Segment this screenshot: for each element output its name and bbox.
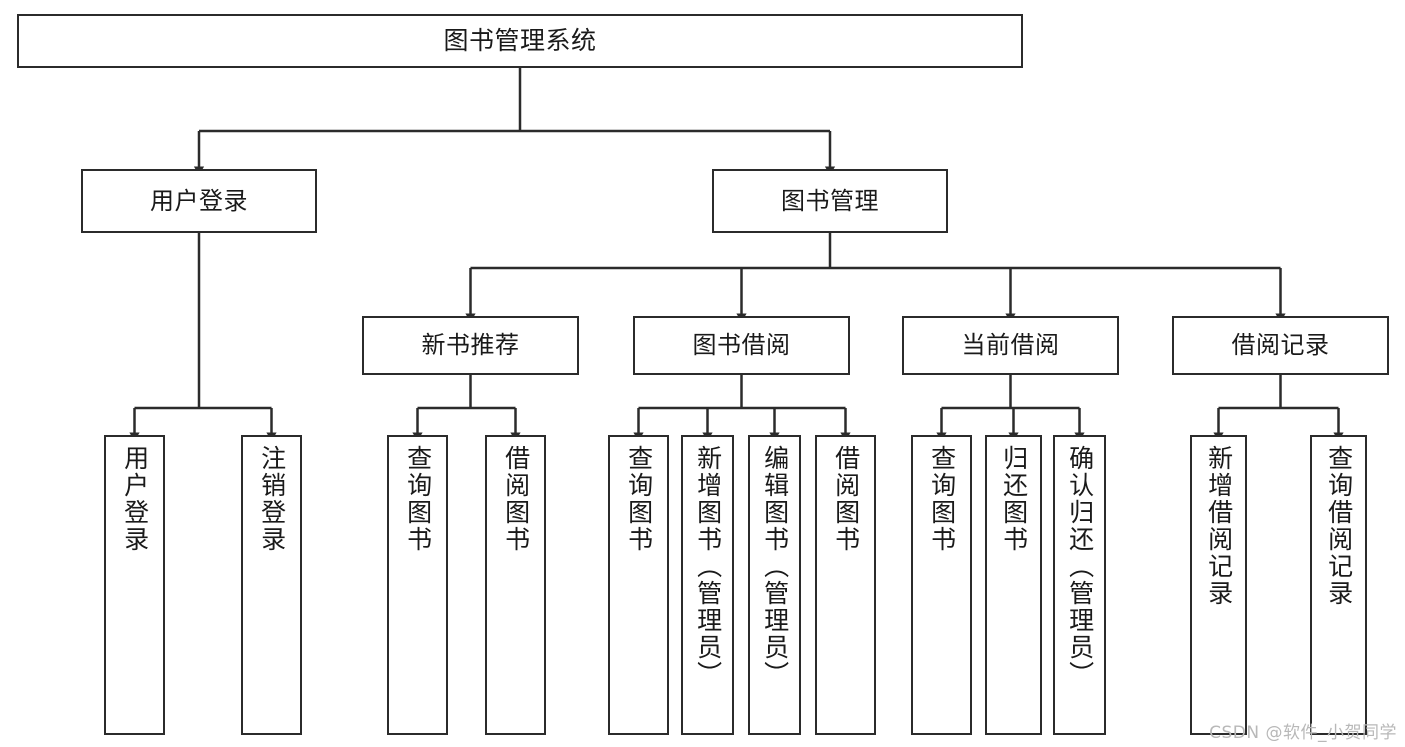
node-leaf-logout-login[interactable]: 注销登录 xyxy=(241,435,302,735)
node-leaf-confirm-return-admin[interactable]: 确认归还（管理员） xyxy=(1053,435,1106,735)
node-leaf-return-book[interactable]: 归还图书 xyxy=(985,435,1042,735)
node-leaf-user-login[interactable]: 用户登录 xyxy=(104,435,165,735)
node-leaf-query-book-rec-label: 查询图书 xyxy=(403,445,433,553)
node-leaf-confirm-return-admin-label: 确认归还（管理员） xyxy=(1065,445,1095,688)
node-user-login[interactable]: 用户登录 xyxy=(81,169,317,233)
node-leaf-query-book-rec[interactable]: 查询图书 xyxy=(387,435,448,735)
node-leaf-borrow-book-rec-label: 借阅图书 xyxy=(501,445,531,553)
node-leaf-borrow-book[interactable]: 借阅图书 xyxy=(815,435,876,735)
node-leaf-query-book-current-label: 查询图书 xyxy=(927,445,957,553)
node-leaf-query-borrow-record-label: 查询借阅记录 xyxy=(1324,445,1354,607)
node-book-borrow[interactable]: 图书借阅 xyxy=(633,316,850,375)
node-user-login-label: 用户登录 xyxy=(150,186,248,215)
node-book-manage-label: 图书管理 xyxy=(781,186,879,215)
node-borrow-record-label: 借阅记录 xyxy=(1231,331,1330,360)
node-leaf-add-borrow-record-label: 新增借阅记录 xyxy=(1204,445,1234,607)
node-book-manage[interactable]: 图书管理 xyxy=(712,169,948,233)
node-root-label: 图书管理系统 xyxy=(443,26,597,55)
node-current-borrow[interactable]: 当前借阅 xyxy=(902,316,1119,375)
node-leaf-edit-book-admin-label: 编辑图书（管理员） xyxy=(760,445,790,688)
node-leaf-add-book-admin-label: 新增图书（管理员） xyxy=(693,445,723,688)
node-leaf-return-book-label: 归还图书 xyxy=(999,445,1029,553)
node-leaf-add-book-admin[interactable]: 新增图书（管理员） xyxy=(681,435,734,735)
node-leaf-query-book-borrow[interactable]: 查询图书 xyxy=(608,435,669,735)
node-new-book-recommend[interactable]: 新书推荐 xyxy=(362,316,579,375)
node-leaf-logout-login-label: 注销登录 xyxy=(257,445,287,553)
node-root[interactable]: 图书管理系统 xyxy=(17,14,1023,68)
node-leaf-query-book-borrow-label: 查询图书 xyxy=(624,445,654,553)
node-leaf-query-borrow-record[interactable]: 查询借阅记录 xyxy=(1310,435,1367,735)
node-leaf-user-login-label: 用户登录 xyxy=(120,445,150,553)
node-new-book-recommend-label: 新书推荐 xyxy=(421,331,520,360)
node-leaf-borrow-book-rec[interactable]: 借阅图书 xyxy=(485,435,546,735)
node-leaf-query-book-current[interactable]: 查询图书 xyxy=(911,435,972,735)
node-current-borrow-label: 当前借阅 xyxy=(961,331,1060,360)
node-leaf-add-borrow-record[interactable]: 新增借阅记录 xyxy=(1190,435,1247,735)
node-book-borrow-label: 图书借阅 xyxy=(692,331,791,360)
node-leaf-borrow-book-label: 借阅图书 xyxy=(831,445,861,553)
node-leaf-edit-book-admin[interactable]: 编辑图书（管理员） xyxy=(748,435,801,735)
node-borrow-record[interactable]: 借阅记录 xyxy=(1172,316,1389,375)
